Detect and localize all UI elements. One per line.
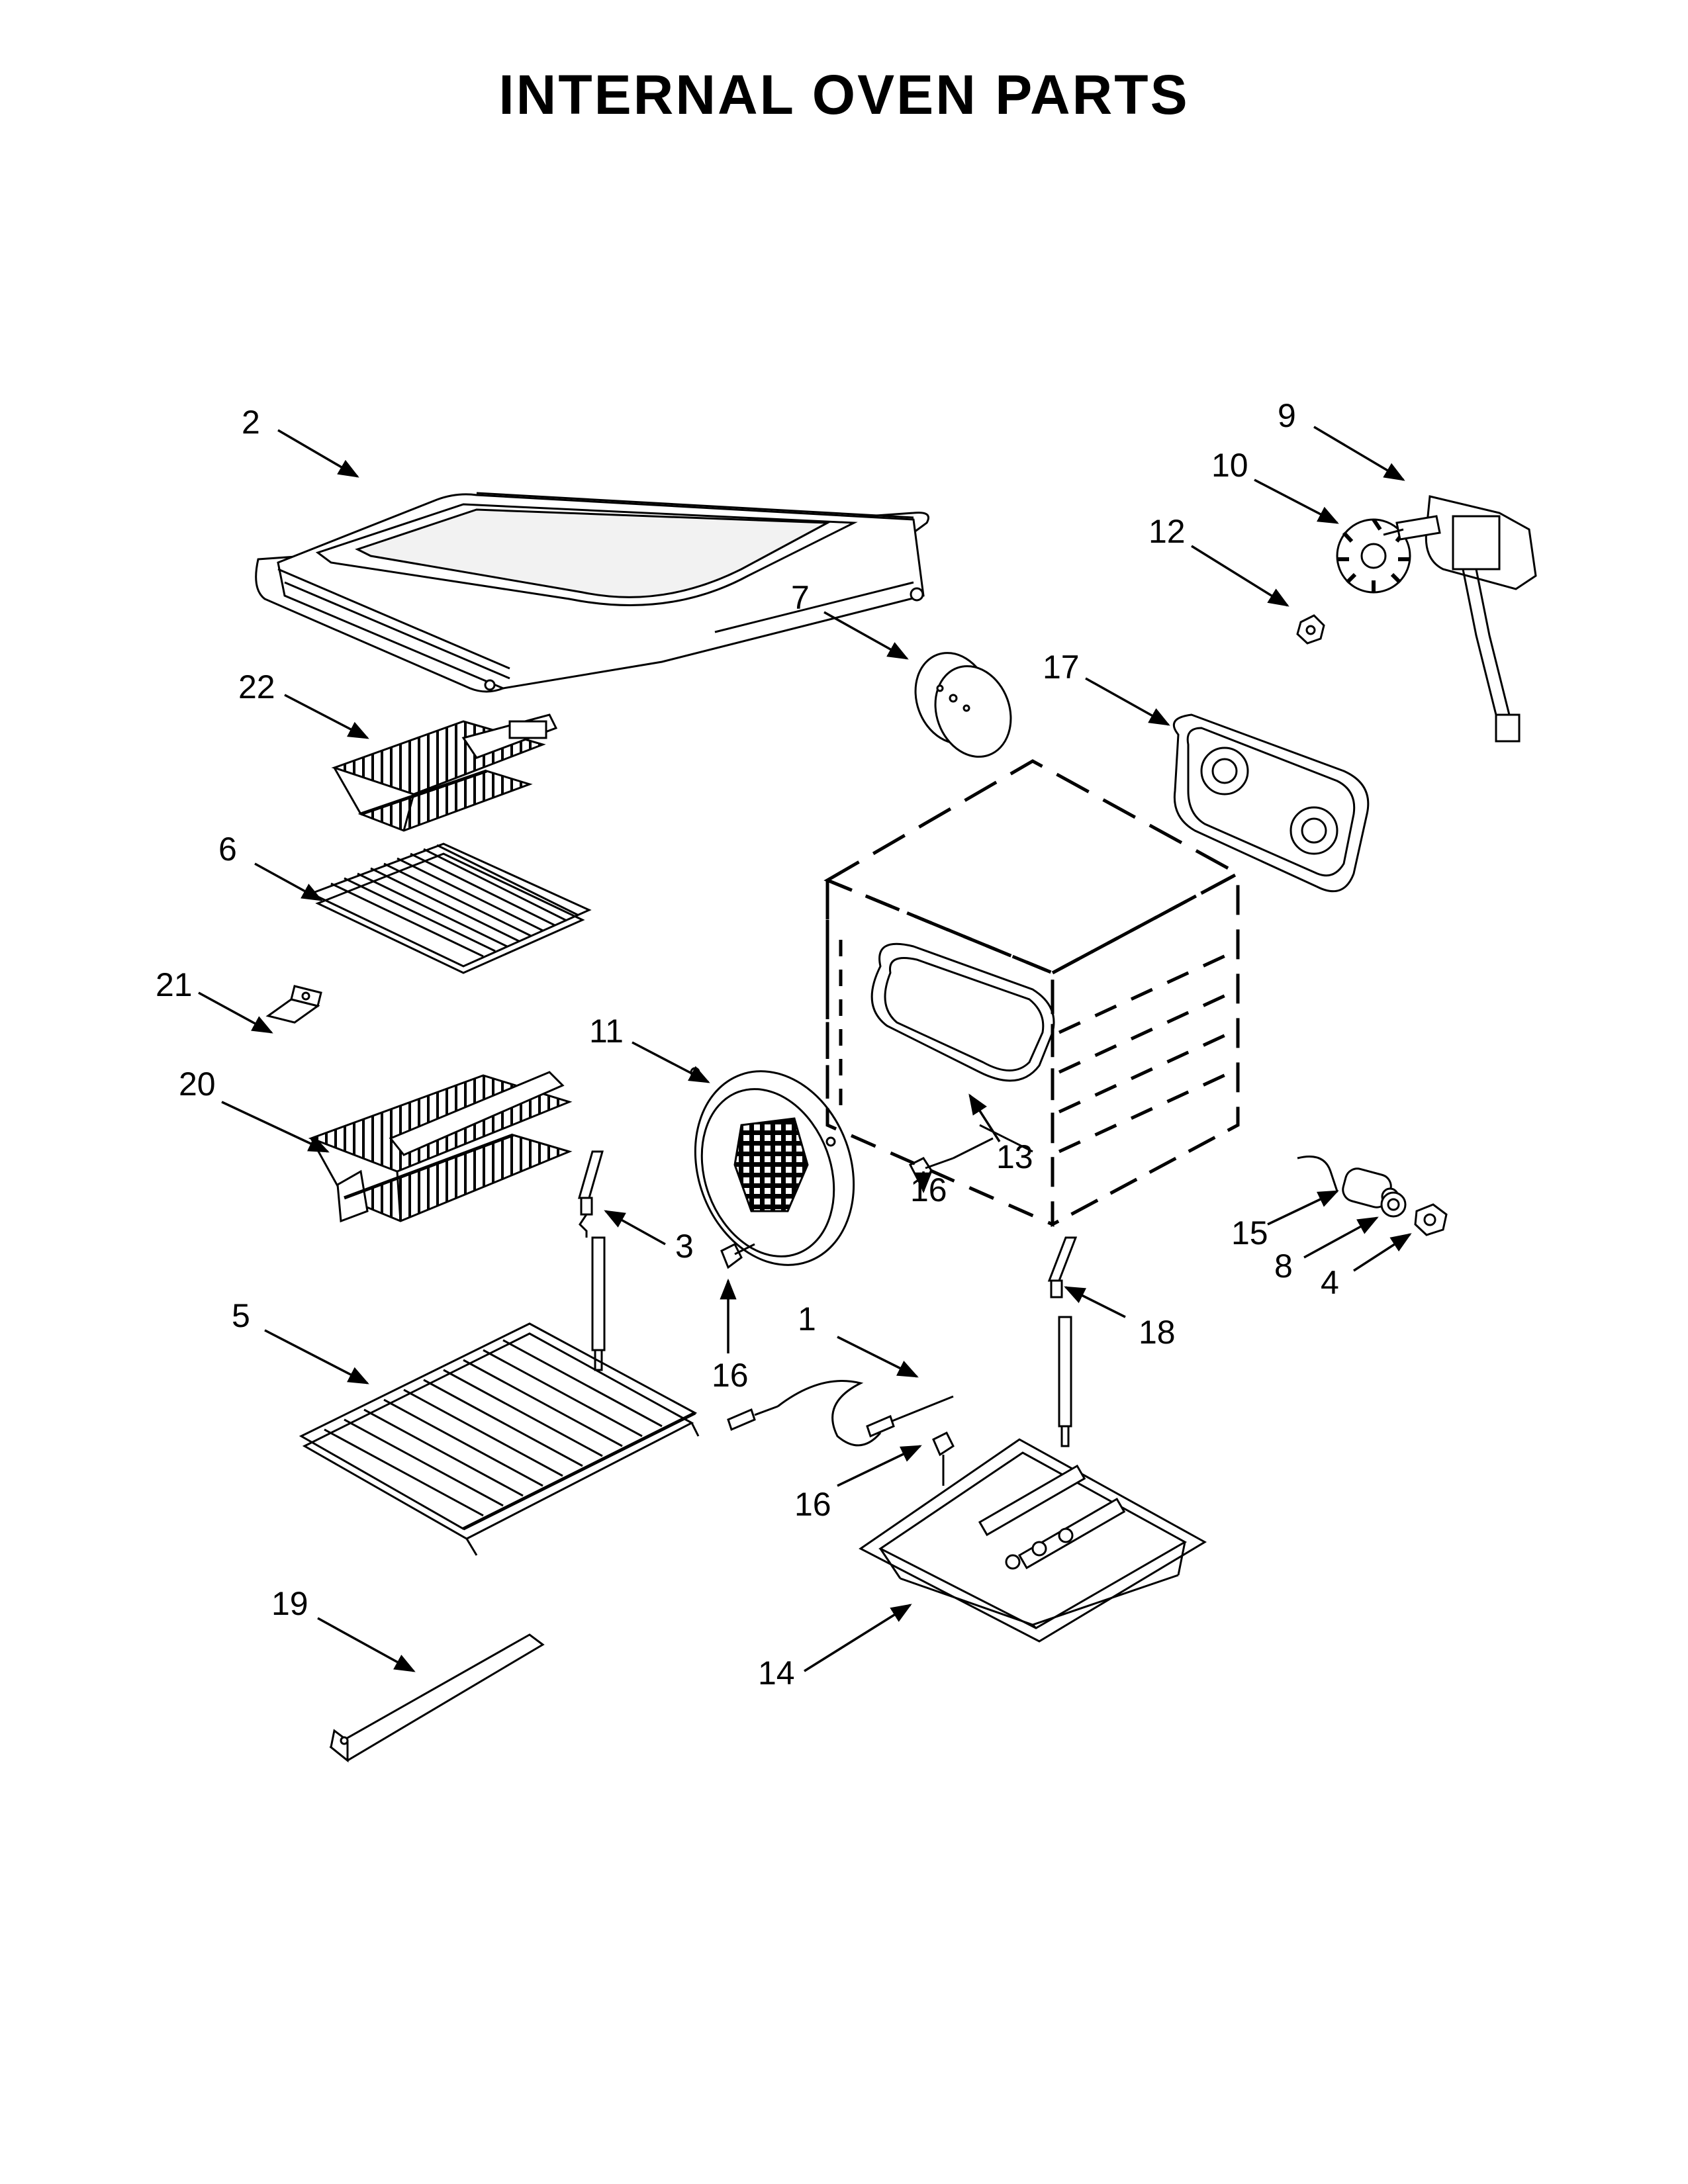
part-4-nut [1415,1205,1446,1235]
callout-number: 18 [1139,1314,1176,1351]
part-3-temperature-sensor [579,1152,604,1370]
callout-number: 17 [1043,649,1080,686]
part-2-oven-top-panel [256,493,929,692]
callout-7: 7 [791,579,909,660]
callout-10: 10 [1211,447,1339,524]
callout-22: 22 [238,668,369,739]
callout-number: 12 [1149,513,1186,550]
part-16-screw-c [933,1433,953,1486]
part-21-bracket [268,986,321,1023]
part-5-roller-rack [301,1324,698,1555]
callout-15: 15 [1231,1190,1339,1251]
callout-4: 4 [1321,1233,1412,1301]
callout-number: 14 [758,1655,795,1692]
part-10-fan-blade [1337,520,1410,592]
callout-number: 19 [271,1585,308,1622]
part-11-convection-baffle [669,1049,880,1288]
callout-18: 18 [1064,1286,1176,1351]
part-20-lower-element [311,1072,569,1221]
callout-16-a: 16 [712,1278,749,1394]
callout-1: 1 [798,1300,919,1378]
callout-3: 3 [604,1210,694,1265]
part-7-fan-disc [903,642,1023,767]
callout-21: 21 [156,966,273,1034]
oven-cavity [827,761,1238,1224]
part-18-temperature-sensor [1049,1238,1076,1446]
callout-6: 6 [218,831,323,901]
part-1-meat-probe [728,1381,953,1445]
part-17-convection-cover [1174,715,1368,891]
callout-number: 8 [1274,1248,1293,1285]
part-13-element-bracket [953,1125,1033,1158]
callout-number: 3 [675,1228,694,1265]
part-8-washer [1382,1193,1405,1216]
callout-number: 20 [179,1066,216,1103]
callout-12: 12 [1149,513,1289,607]
callout-number: 16 [712,1357,749,1394]
callout-number: 22 [238,668,275,705]
callout-9: 9 [1278,397,1405,481]
callout-number: 6 [218,831,237,868]
callout-8: 8 [1274,1216,1379,1285]
callout-number: 15 [1231,1214,1268,1251]
callout-16-b: 16 [910,1171,947,1208]
callout-number: 5 [232,1297,250,1334]
callout-number: 1 [798,1300,816,1338]
callout-19: 19 [271,1585,416,1672]
callout-number: 10 [1211,447,1248,484]
part-9-convection-motor [1383,496,1536,741]
part-12-fan-nut [1297,615,1324,643]
callout-13: 13 [968,1093,1033,1175]
part-14-oven-bottom [861,1439,1205,1641]
callout-11: 11 [589,1013,710,1083]
callout-number: 7 [791,579,810,616]
callout-number: 16 [794,1486,831,1523]
callout-14: 14 [758,1604,912,1692]
callout-16-c: 16 [794,1445,922,1523]
callout-number: 16 [910,1171,947,1208]
callout-number: 9 [1278,397,1296,434]
part-16-screw-a [722,1244,755,1267]
callout-number: 21 [156,966,193,1003]
part-22-upper-element [334,715,556,831]
page-title: INTERNAL OVEN PARTS [498,64,1190,126]
callout-2: 2 [242,404,359,478]
part-19-slide-bar [331,1635,543,1760]
callout-number: 13 [996,1138,1033,1175]
callout-5: 5 [232,1297,369,1385]
callout-20: 20 [179,1066,330,1153]
part-6-oven-rack [311,844,589,973]
callout-number: 11 [589,1013,624,1050]
callout-number: 2 [242,404,260,441]
callout-17: 17 [1043,649,1170,726]
callout-number: 4 [1321,1264,1339,1301]
